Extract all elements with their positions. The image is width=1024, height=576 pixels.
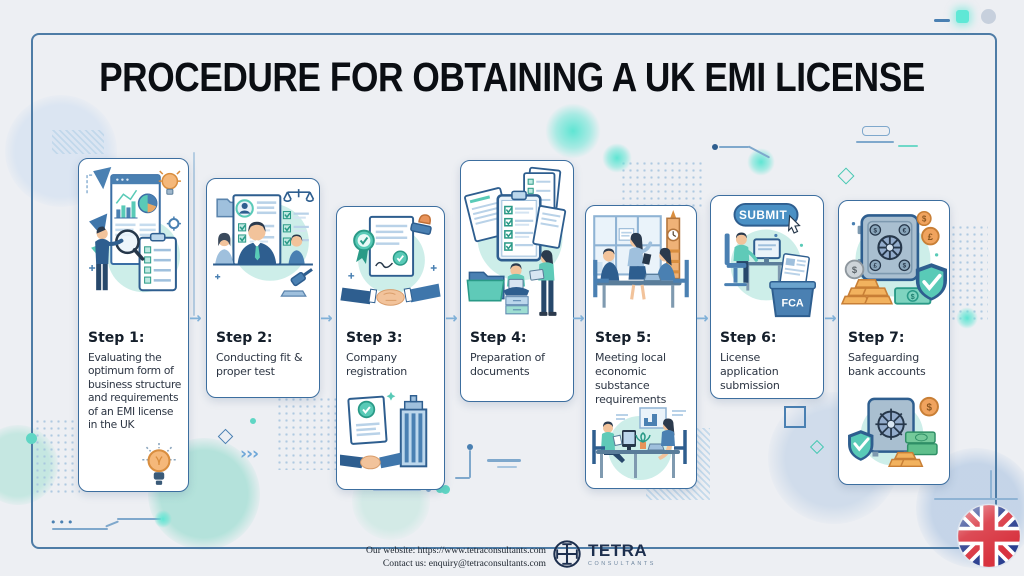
step-card-7: $ € £ $ £ $ $ $ [838,200,950,485]
decor-glow [602,143,632,173]
decor-rect-outline [862,126,890,136]
fca-label: FCA [781,297,803,309]
step2-description: Conducting fit & proper test [216,351,303,378]
border-frame [31,33,997,549]
tetra-emblem-icon [552,539,582,569]
decor-line [52,528,108,530]
chevrons-icon: ››› [240,444,259,464]
step3-description: Company registration [346,351,408,378]
arrow-right-icon: → [824,309,837,327]
coin-symbol: £ [928,232,934,242]
lightbulb-icon [137,443,181,489]
coin-symbol: $ [852,265,858,275]
page-title-text: PROCEDURE FOR OBTAINING A UK EMI LICENSE [99,54,925,100]
step4-description: Preparation of documents [470,351,545,378]
step7-description: Safeguarding bank accounts [848,351,926,378]
arrow-right-icon: → [572,309,585,327]
step3-illustration-certificate [339,211,442,321]
coin-symbol: $ [926,403,932,414]
coin-symbol: $ [874,227,878,234]
step-card-3: Step 3: Company registration [336,206,445,490]
decor-square-outline [784,406,806,428]
arrow-right-icon: → [696,309,709,327]
step4-illustration-documents [463,165,571,325]
step6-description: License application submission [720,351,780,392]
step1-illustration-analysis [81,163,186,323]
step-card-1: Step 1: Evaluating the optimum form of b… [78,158,189,492]
ellipsis-icon: ••• [50,516,76,529]
uk-flag-badge [956,503,1022,569]
step6-illustration-submission: SUBMIT [713,200,821,326]
decor-line [117,518,161,520]
coin-symbol: € [903,227,907,234]
coin-symbol: $ [911,292,915,301]
decor-dot-grid [34,418,80,496]
decor-dot [436,485,444,493]
decor-square [956,10,969,23]
step1-description: Evaluating the optimum form of business … [88,351,182,432]
coin-symbol: $ [903,263,907,270]
decor-glow [956,307,978,329]
step-card-5: Step 5: Meeting local economic substance… [585,205,697,489]
step-card-6: SUBMIT [710,195,824,399]
tetra-logo: TETRA CONSULTANTS [552,539,656,569]
step3-illustration-building [340,383,440,483]
coin-symbol: £ [874,263,878,270]
decor-line [373,489,421,491]
step5-illustration-meeting [588,210,694,322]
page-title: PROCEDURE FOR OBTAINING A UK EMI LICENSE [98,54,925,101]
decor-dot [250,418,256,424]
decor-dot [26,433,37,444]
decor-glow [545,103,601,159]
decor-dot-grid [276,396,338,470]
step6-label: Step 6: [720,330,777,346]
footer-contact-block: Our website: https://www.tetraconsultant… [300,545,546,570]
decor-line [990,470,992,499]
decor-line [455,477,470,479]
step5-description: Meeting local economic substance require… [595,351,667,406]
step-card-4: Step 4: Preparation of documents [460,160,574,402]
decor-line [934,498,1018,500]
step3-label: Step 3: [346,330,403,346]
footer-contact: Contact us: enquiry@tetraconsultants.com [382,557,546,569]
decor-line [898,145,918,147]
decor-hatch [52,130,104,154]
coin-symbol: $ [922,215,927,224]
step5-illustration-office [588,404,693,484]
footer-website: Our website: https://www.tetraconsultant… [365,545,546,556]
brand-name: TETRA [588,540,648,560]
step1-label: Step 1: [88,330,145,346]
decor-line [934,19,950,22]
step2-illustration-fit-proper [209,183,317,321]
step7-illustration-safe-money: $ [842,393,944,479]
decor-line [719,146,749,148]
step4-label: Step 4: [470,330,527,346]
arrow-right-icon: → [320,309,333,327]
decor-dot [441,485,450,494]
decor-line [487,459,521,462]
decor-line [193,152,195,316]
step2-label: Step 2: [216,330,273,346]
submit-label: SUBMIT [739,208,787,222]
step5-label: Step 5: [595,330,652,346]
decor-line [469,450,471,478]
step7-illustration-vault: $ € £ $ £ $ $ $ [840,205,947,323]
decor-dot [467,444,473,450]
decor-dot [981,9,996,24]
decor-line [497,466,517,468]
step7-label: Step 7: [848,330,905,346]
arrow-right-icon: → [189,309,202,327]
decor-glow [154,510,172,528]
decor-dot [712,144,718,150]
brand-subtitle: CONSULTANTS [588,560,656,567]
arrow-right-icon: → [445,309,458,327]
decor-line [856,141,894,143]
decor-dot-grid [620,160,704,210]
step-card-2: Step 2: Conducting fit & proper test [206,178,320,398]
